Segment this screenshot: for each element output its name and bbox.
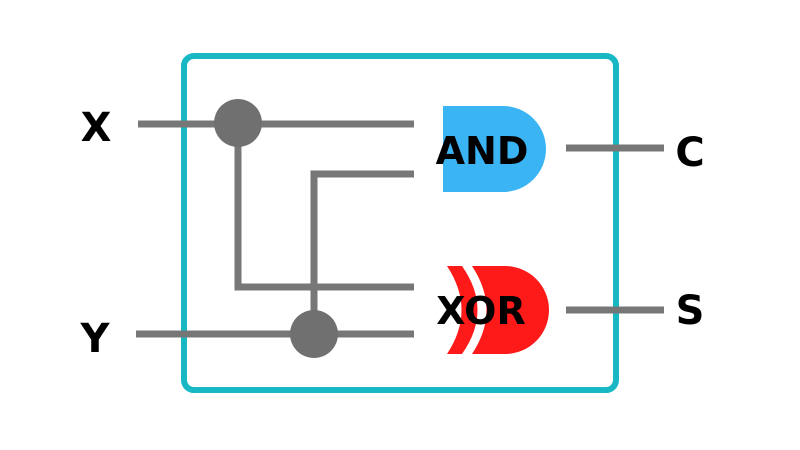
output-c-label: C — [675, 130, 704, 176]
circuit-frame — [181, 53, 619, 393]
input-x-label: X — [81, 105, 112, 151]
junction-x — [214, 99, 262, 147]
junction-y — [290, 310, 338, 358]
xor-gate-back-arc — [447, 266, 478, 354]
wire-y-to-and — [310, 170, 414, 334]
and-gate — [443, 106, 546, 192]
xor-gate-label: XOR — [436, 289, 526, 333]
wire-x-to-xor — [234, 124, 414, 291]
xor-gate-body — [472, 266, 549, 354]
output-s-label: S — [676, 288, 705, 334]
wires — [136, 120, 664, 338]
and-gate-label: AND — [436, 129, 529, 173]
input-y-label: Y — [80, 316, 111, 362]
